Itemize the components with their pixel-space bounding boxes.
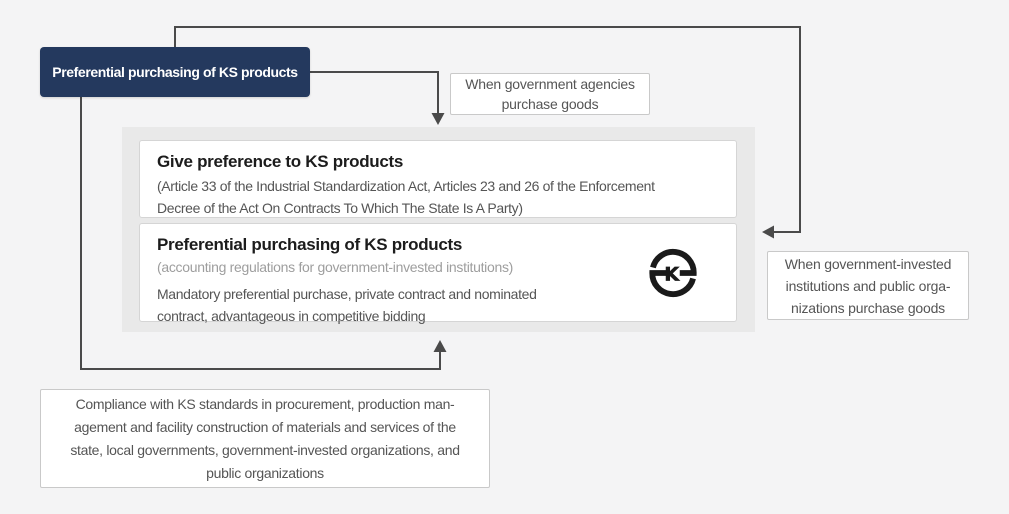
note-government-agencies-text: When government agencies purchase goods	[465, 76, 635, 112]
card-preferential-purchasing-text: Preferential purchasing of KS products (…	[157, 235, 632, 327]
arrowhead-up-icon	[433, 340, 447, 352]
card-preferential-purchasing-subtitle: (accounting regulations for government-i…	[157, 259, 514, 275]
card-preferential-purchasing-title: Preferential purchasing of KS products	[157, 235, 463, 254]
ks-mark-top-arc	[650, 248, 697, 276]
ks-certification-mark-icon: K	[649, 248, 697, 297]
note-government-invested-text: When government-invested institutions an…	[784, 255, 952, 316]
card-give-preference-title: Give preference to KS products	[157, 152, 404, 171]
card-give-preference: Give preference to KS products (Article …	[139, 140, 737, 218]
arrowhead-left-icon	[762, 225, 774, 239]
card-preferential-purchasing-body: Mandatory preferential purchase, private…	[157, 286, 537, 324]
connector-top-right-loop	[174, 26, 801, 233]
note-compliance: Compliance with KS standards in procurem…	[40, 389, 490, 488]
ks-mark-bottom-arc	[649, 269, 696, 297]
connector-bottom-loop	[80, 97, 441, 370]
note-government-invested: When government-invested institutions an…	[767, 251, 969, 320]
panel: Give preference to KS products (Article …	[122, 127, 755, 332]
title-box: Preferential purchasing of KS products	[40, 47, 310, 97]
title-box-label: Preferential purchasing of KS products	[52, 64, 298, 80]
note-compliance-text: Compliance with KS standards in procurem…	[70, 395, 460, 481]
arrowhead-down-icon	[431, 113, 445, 125]
card-preferential-purchasing: Preferential purchasing of KS products (…	[139, 223, 737, 324]
note-government-agencies: When government agencies purchase goods	[450, 73, 650, 115]
ks-mark-letter: K	[664, 263, 680, 285]
card-give-preference-body: (Article 33 of the Industrial Standardiz…	[157, 178, 655, 216]
connector-to-panel-top	[310, 71, 439, 113]
